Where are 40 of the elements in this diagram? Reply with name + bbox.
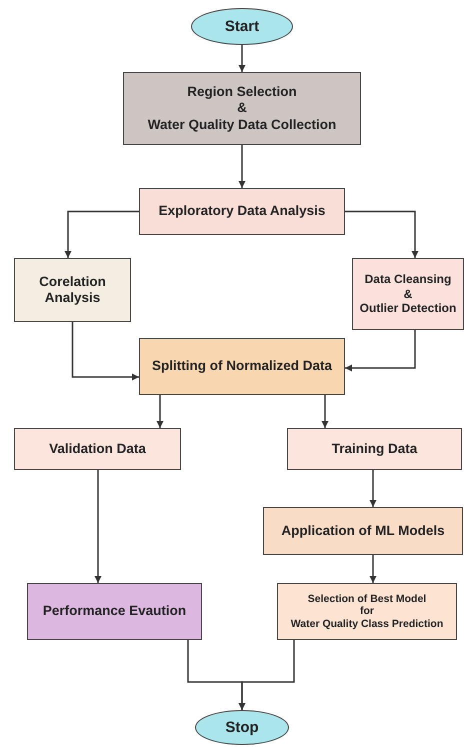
node-label: Training Data <box>332 440 418 458</box>
node-label: Performance Evaution <box>42 603 186 620</box>
node-label: & <box>237 100 247 117</box>
node-label: Water Quality Data Collection <box>148 116 336 133</box>
node-label: Corelation Analysis <box>38 274 107 306</box>
process-box <box>139 188 345 235</box>
node-label: Selection of Best Model <box>308 592 426 606</box>
node-label: Stop <box>225 718 259 736</box>
process-box <box>14 258 131 322</box>
arrow <box>345 330 416 372</box>
node-label: Outlier Detection <box>360 301 456 316</box>
node-label: Water Quality Class Prediction <box>290 618 444 630</box>
arrow <box>238 45 246 72</box>
process-box <box>277 583 457 640</box>
node-label: Exploratory Data Analysis <box>158 203 326 220</box>
arrow <box>72 322 139 380</box>
process-box <box>352 258 464 330</box>
process-box <box>27 583 202 640</box>
node-label: Start <box>224 18 260 36</box>
arrow <box>238 640 295 710</box>
arrow <box>345 210 418 258</box>
arrow <box>94 470 102 583</box>
node-label: & <box>404 286 412 302</box>
process-box <box>139 338 345 395</box>
arrow <box>64 210 139 258</box>
node-label: Data Cleansing <box>364 272 452 287</box>
arrow <box>238 145 246 188</box>
node-label: Splitting of Normalized Data <box>152 358 332 375</box>
node-label: Region Selection <box>187 84 297 100</box>
node-label: for <box>360 605 374 618</box>
arrow <box>322 395 328 428</box>
process-box <box>287 428 462 470</box>
process-box <box>263 507 463 555</box>
node-label: Application of ML Models <box>281 522 445 540</box>
arrow <box>370 470 376 507</box>
process-box <box>123 72 361 145</box>
process-box <box>14 428 181 470</box>
arrow <box>370 555 376 583</box>
arrow <box>156 395 164 428</box>
node-label: Validation Data <box>49 440 146 458</box>
